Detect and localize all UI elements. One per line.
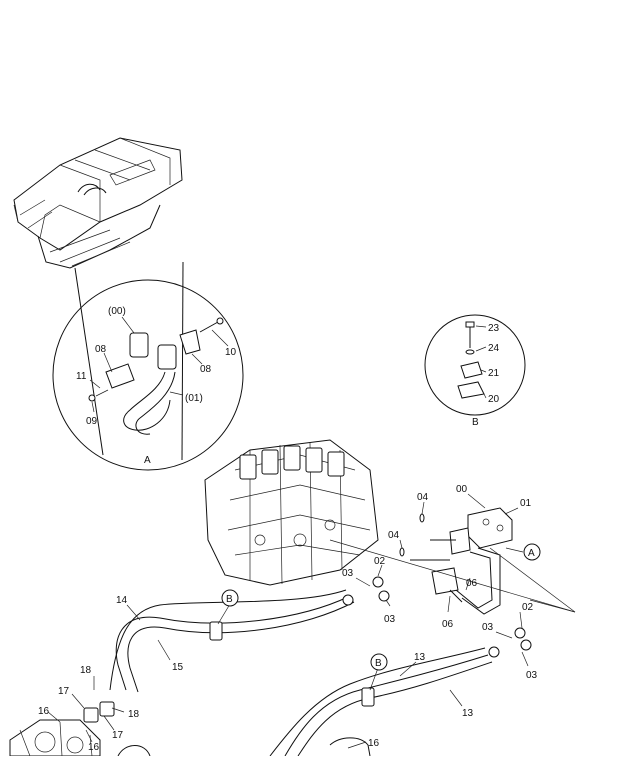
- label-b-marker-2: B: [375, 658, 382, 669]
- label-04-mid: 04: [388, 530, 400, 541]
- detail-a-parts: [88, 317, 224, 435]
- detail-b-circle: [424, 314, 526, 416]
- label-03-lower-left: 03: [482, 622, 494, 633]
- label-17-lower: 17: [112, 730, 124, 741]
- control-valve-illustration: [204, 439, 379, 586]
- pump-illustration: [9, 701, 371, 757]
- marker-b-circle-1: [221, 589, 239, 607]
- marker-a-circle: [523, 543, 541, 561]
- detail-b-label-21: 21: [488, 368, 500, 379]
- label-03-upper-left: 03: [342, 568, 354, 579]
- detail-b-letter: B: [472, 417, 479, 428]
- machine-overview-illustration: [13, 137, 183, 269]
- label-17-upper: 17: [58, 686, 70, 697]
- detail-a-label-00: (00): [108, 306, 126, 317]
- detail-a-circle: [52, 261, 244, 471]
- hose-14-15: [109, 589, 355, 693]
- detail-b-labels: 23 24 21 20 B: [472, 323, 500, 428]
- label-14: 14: [116, 595, 128, 606]
- fittings: [342, 513, 532, 658]
- marker-b-circle-2: [370, 653, 388, 671]
- label-a-marker: A: [528, 548, 535, 559]
- detail-b-label-23: 23: [488, 323, 500, 334]
- label-03-upper-right: 03: [384, 614, 396, 625]
- detail-a-label-08-right: 08: [200, 364, 212, 375]
- label-03-lower-right: 03: [526, 670, 538, 681]
- detail-a-letter: A: [144, 455, 151, 466]
- detail-a-leaders: [89, 316, 229, 413]
- detail-a-label-01: (01): [185, 393, 203, 404]
- label-18-upper: 18: [80, 665, 92, 676]
- label-13-upper: 13: [414, 652, 426, 663]
- detail-a-labels: (00) 10 08 08 11 (01) 09 A: [76, 306, 237, 466]
- detail-a-label-08-left: 08: [95, 344, 107, 355]
- main-labels: 04 00 01 04 A 02 03 06 03 06 B 14 02 03 …: [38, 484, 538, 753]
- hose-13: [269, 647, 493, 757]
- junction-block-illustration: [410, 507, 513, 615]
- label-01: 01: [520, 498, 532, 509]
- label-00: 00: [456, 484, 468, 495]
- label-15: 15: [172, 662, 184, 673]
- label-02-upper: 02: [374, 556, 386, 567]
- label-13-lower: 13: [462, 708, 474, 719]
- reference-markers: [221, 543, 541, 671]
- detail-a-label-09: 09: [86, 416, 98, 427]
- label-06-lower: 06: [442, 619, 454, 630]
- label-06-upper: 06: [466, 578, 478, 589]
- label-04-top: 04: [417, 492, 429, 503]
- detail-a-label-10: 10: [225, 347, 237, 358]
- detail-b-parts: [457, 321, 485, 399]
- label-02-lower: 02: [522, 602, 534, 613]
- detail-b-leaders: [475, 325, 487, 399]
- detail-a-label-11: 11: [76, 371, 87, 382]
- detail-b-label-20: 20: [488, 394, 500, 405]
- label-16-bottom: 16: [88, 742, 100, 753]
- label-16-right: 16: [368, 738, 380, 749]
- label-18-lower: 18: [128, 709, 140, 720]
- detail-b-label-24: 24: [488, 343, 500, 354]
- main-leaders: [47, 493, 576, 749]
- label-b-marker-1: B: [226, 594, 233, 605]
- label-16-left: 16: [38, 706, 50, 717]
